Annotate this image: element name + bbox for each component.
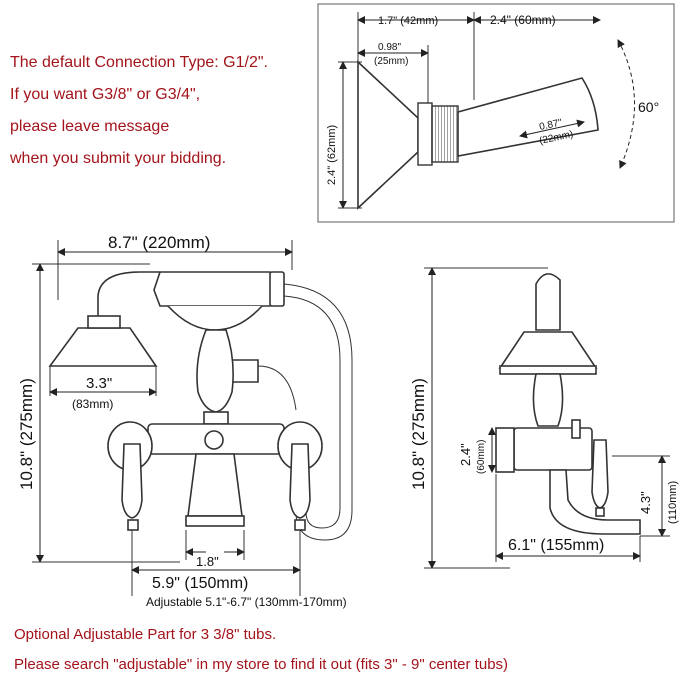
right-handle-tip — [294, 519, 306, 531]
shower-hose-inner — [283, 295, 341, 529]
side-handle-tip — [595, 507, 605, 517]
side-view: 10.8" (275mm) 2.4" (60mm) 4.3" (110mm) 6… — [409, 267, 679, 569]
label-head-sub: (83mm) — [72, 397, 113, 411]
label-0-87: 0.87" — [538, 117, 563, 133]
label-head-main: 3.3" — [86, 375, 112, 392]
connection-type-note: The default Connection Type: G1/2". — [10, 54, 268, 71]
side-riser-body — [532, 373, 564, 427]
label-2-4-width: 2.4" (60mm) — [490, 13, 556, 27]
bidding-note: when you submit your bidding. — [10, 150, 227, 167]
cradle-end-cap — [269, 271, 285, 307]
left-handle-tip — [127, 519, 139, 531]
label-2-4-height: 2.4" (62mm) — [326, 125, 338, 185]
cradle-arc — [167, 305, 263, 331]
angle-arc — [617, 39, 635, 169]
side-label-spout-main: 4.3" — [638, 491, 653, 514]
side-wall-plate — [495, 427, 515, 473]
label-width: 8.7" (220mm) — [108, 233, 210, 252]
label-adjustable: Adjustable 5.1"-6.7" (130mm-170mm) — [146, 595, 347, 609]
label-0-98: 0.98" — [378, 42, 401, 53]
side-label-inlet-main: 2.4" — [458, 443, 473, 466]
shower-hose — [283, 283, 353, 541]
leave-message-note: please leave message — [10, 118, 170, 135]
dim-line-0-87 — [519, 119, 585, 139]
holder-inset-panel: 1.7" (42mm) 2.4" (60mm) 0.98" (25mm) 2.4… — [317, 3, 675, 223]
shower-head-handle — [97, 271, 160, 316]
mixer-center-plug — [204, 430, 224, 450]
search-adjustable-note: Please search "adjustable" in my store t… — [14, 656, 509, 673]
label-1-7: 1.7" (42mm) — [378, 15, 438, 27]
shower-head-collar — [87, 315, 121, 329]
side-riser-top — [535, 273, 561, 331]
label-1-8: 1.8" — [196, 554, 219, 569]
side-label-reach: 6.1" (155mm) — [508, 537, 604, 554]
riser-neck — [203, 411, 229, 425]
label-center: 5.9" (150mm) — [152, 575, 248, 592]
side-handle — [591, 439, 609, 509]
optional-part-note: Optional Adjustable Part for 3 3/8" tubs… — [14, 626, 277, 643]
riser-body — [196, 329, 234, 413]
side-lever-top — [571, 419, 581, 439]
shower-head — [48, 327, 158, 367]
side-label-height: 10.8" (275mm) — [409, 378, 428, 490]
side-shower-head — [498, 331, 598, 369]
front-view: 8.7" (220mm) 10.8" (275mm) — [17, 233, 353, 609]
right-handle — [289, 443, 311, 519]
handset-cradle — [153, 271, 277, 307]
label-25mm: (25mm) — [374, 56, 408, 67]
hose-outlet — [229, 359, 259, 383]
lower-body — [187, 453, 243, 517]
side-label-spout-sub: (110mm) — [667, 481, 679, 524]
side-spout — [549, 469, 641, 535]
hose-lower-curve — [257, 365, 297, 411]
label-angle: 60° — [638, 99, 659, 115]
side-shower-head-rim — [499, 365, 597, 375]
alt-connection-note: If you want G3/8" or G3/4", — [10, 86, 201, 103]
left-handle — [121, 443, 143, 519]
lower-body-base — [185, 515, 245, 527]
holder-knurled-nut — [431, 105, 459, 163]
side-label-inlet-sub: (60mm) — [476, 440, 487, 474]
label-height: 10.8" (275mm) — [17, 378, 36, 490]
